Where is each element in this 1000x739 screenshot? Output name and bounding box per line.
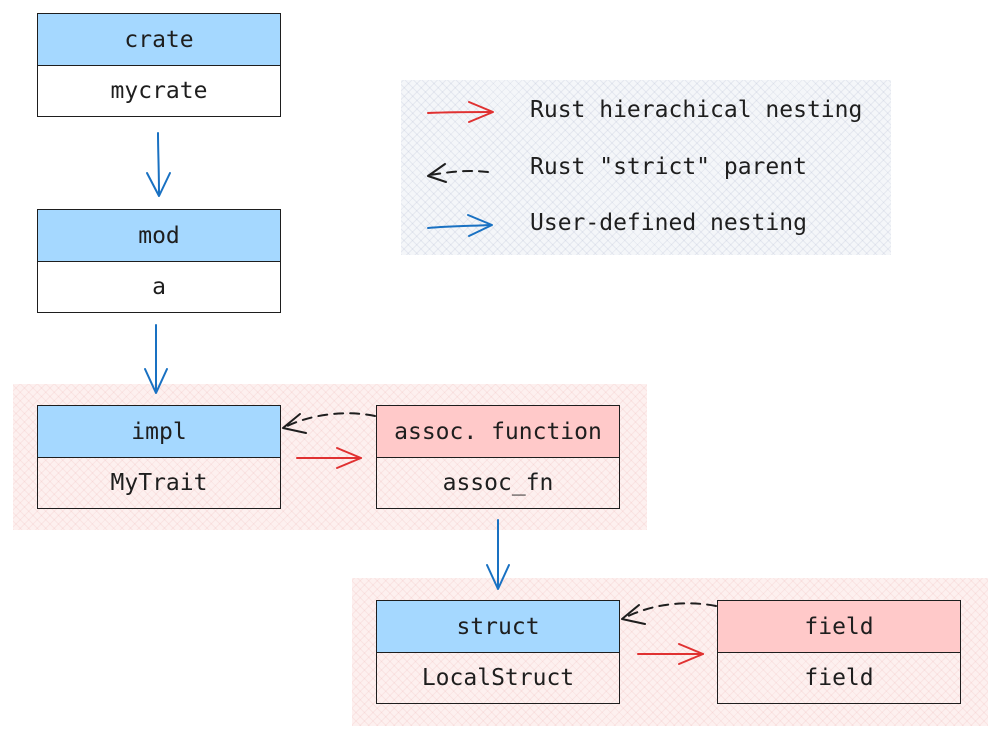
mod-node-name: a [38,262,280,312]
impl-node: impl MyTrait [37,405,281,509]
field-node-kind: field [718,601,960,653]
edge-impl-to-assoc-fn [296,447,362,469]
edge-struct-to-field [637,643,704,665]
impl-node-kind: impl [38,406,280,458]
field-node-name: field [804,665,874,691]
field-node: field field [717,600,961,704]
struct-node-kind: struct [377,601,619,653]
struct-node: struct LocalStruct [376,600,620,704]
edge-assoc-fn-to-struct [486,519,510,590]
assoc-fn-node-name: assoc_fn [442,470,554,496]
legend-label-strict-parent: Rust "strict" parent [530,154,807,180]
crate-node-kind: crate [38,14,280,66]
legend-label-hierarchical: Rust hierachical nesting [530,97,863,123]
mod-node: mod a [37,209,281,313]
edge-crate-to-mod [146,132,171,197]
legend-label-user-defined: User-defined nesting [530,210,807,236]
edge-assoc-fn-strict-parent [282,412,376,434]
assoc-fn-node: assoc. function assoc_fn [376,405,620,509]
legend-dashed-arrow [427,163,489,183]
crate-node: crate mycrate [37,13,281,117]
edge-mod-to-impl [144,324,168,394]
legend-blue-arrow [427,214,493,237]
mod-node-kind: mod [38,210,280,262]
legend-red-arrow [427,101,494,123]
edge-field-strict-parent [621,602,717,625]
struct-node-name: LocalStruct [421,665,575,691]
impl-node-name: MyTrait [110,470,208,496]
assoc-fn-node-kind: assoc. function [377,406,619,458]
crate-node-name: mycrate [38,66,280,116]
